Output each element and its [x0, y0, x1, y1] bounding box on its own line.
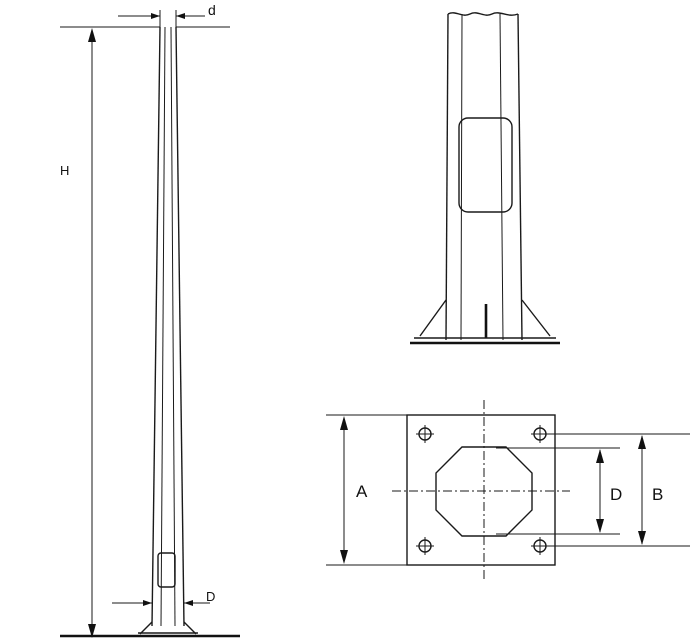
detail-outline-right [517, 13, 523, 341]
break-line [447, 12, 519, 16]
base-rib-left [139, 621, 153, 635]
plate-d-arrow-top [596, 449, 604, 463]
d-arrow-left [151, 13, 160, 19]
height-label: H [60, 163, 69, 178]
bolt-hole-top-left [416, 425, 434, 443]
detail-edge-inner-left [460, 13, 463, 341]
detail-rib-left [419, 299, 447, 337]
pole-elevation: d H D [60, 2, 240, 638]
height-arrow-top [88, 28, 96, 42]
d-label: d [208, 2, 216, 18]
flange-plan-view: A D B [326, 400, 690, 580]
a-arrow-bottom [340, 550, 348, 564]
detail-rib-right [521, 299, 551, 337]
service-hatch [157, 552, 176, 588]
b-arrow-top [638, 435, 646, 449]
d-arrow-right [176, 13, 185, 19]
base-rib-right [183, 621, 197, 635]
a-arrow-top [340, 416, 348, 430]
pole-outline-left [151, 26, 161, 627]
plate-d-label: D [610, 485, 622, 504]
base-d-arrow-left [143, 600, 152, 606]
base-d-label: D [206, 589, 215, 604]
detail-service-door [458, 117, 513, 213]
a-label: A [356, 482, 368, 501]
octagonal-opening [435, 446, 533, 537]
base-detail-view [410, 12, 560, 345]
flange-plate [406, 414, 556, 566]
b-arrow-bottom [638, 531, 646, 545]
base-d-arrow-right [184, 600, 193, 606]
pole-edge-inner-left [160, 26, 166, 627]
detail-outline-left [445, 13, 449, 341]
bolt-hole-bottom-left [416, 537, 434, 555]
plate-d-arrow-bottom [596, 519, 604, 533]
height-arrow-bottom [88, 624, 96, 638]
pole-edge-inner-right [170, 26, 176, 627]
pole-outline-right [175, 26, 185, 627]
detail-edge-inner-right [499, 13, 504, 341]
b-label: B [652, 485, 663, 504]
